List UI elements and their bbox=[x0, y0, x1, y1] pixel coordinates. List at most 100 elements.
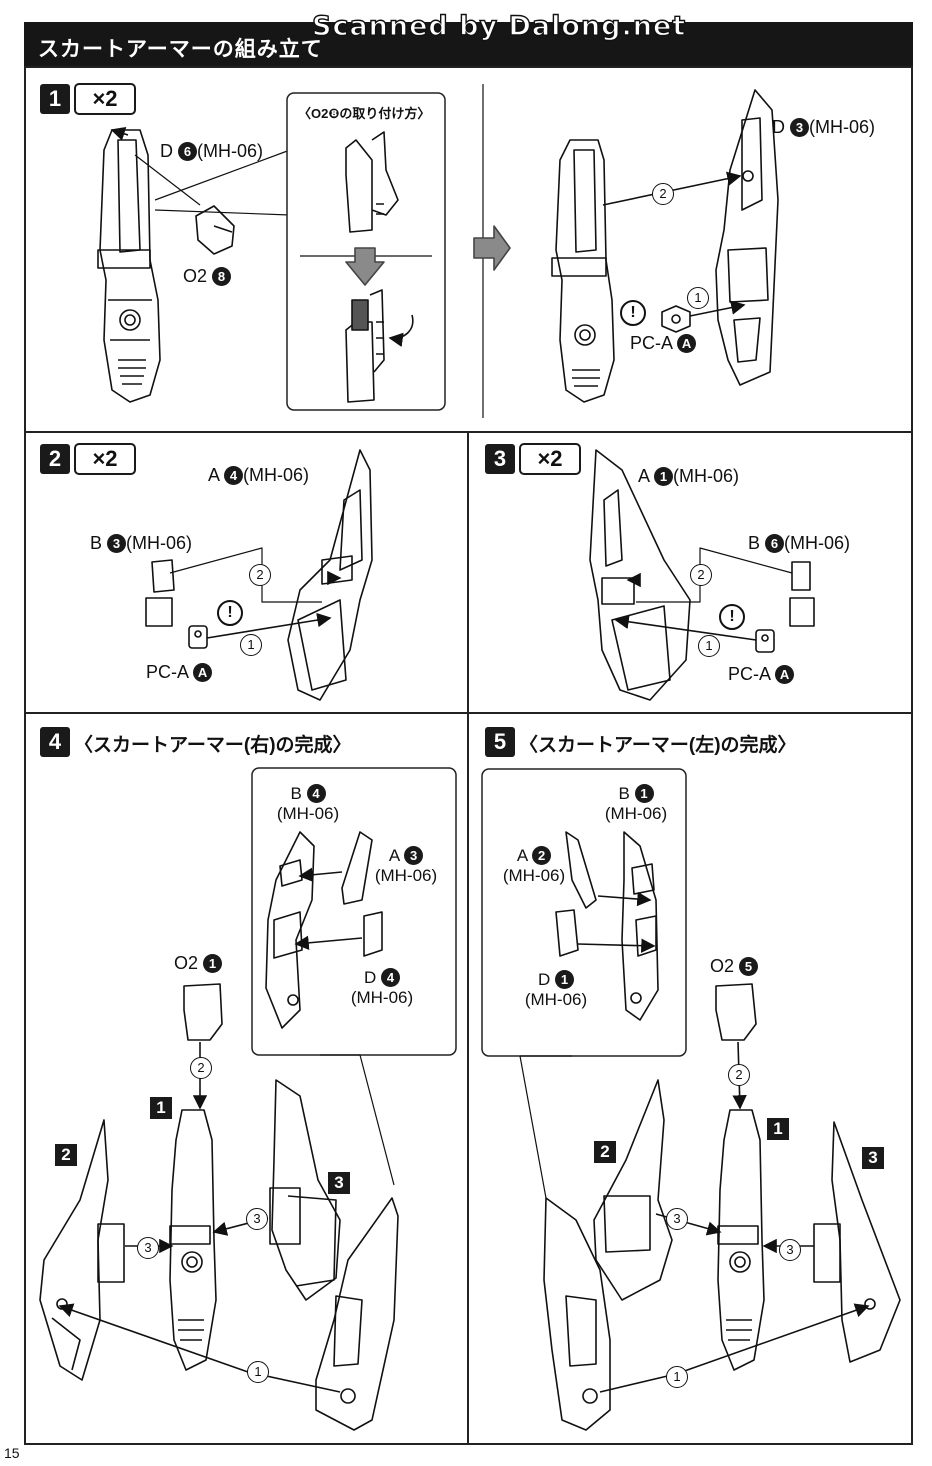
armor-plate-2-right bbox=[39, 1119, 125, 1381]
label-o2-8-name: O2 bbox=[183, 266, 208, 286]
part-a3 bbox=[341, 831, 373, 905]
label-pca-2-number: A bbox=[193, 663, 213, 682]
label-o2-1: O2 1 bbox=[174, 953, 223, 974]
sequence-5-1: 1 bbox=[666, 1366, 688, 1388]
part-d1 bbox=[555, 909, 579, 957]
sequence-5-2: 2 bbox=[728, 1064, 750, 1086]
label-o2-8-number: 8 bbox=[212, 267, 232, 286]
label-d4-code: (MH-06) bbox=[350, 988, 414, 1007]
label-d3: D 3(MH-06) bbox=[772, 117, 875, 138]
skirt-frame-part-4 bbox=[169, 1109, 217, 1371]
sequence-hex-1: 1 bbox=[687, 287, 709, 309]
label-a1-letter: A bbox=[638, 466, 650, 486]
label-pca-3-number: A bbox=[775, 665, 795, 684]
label-b6: B 6(MH-06) bbox=[748, 533, 850, 554]
label-a4-number: 4 bbox=[224, 466, 244, 485]
watermark: Scanned by Dalong.net bbox=[311, 10, 687, 42]
caution-icon-3: ! bbox=[719, 604, 745, 630]
armor-plate-d3 bbox=[715, 89, 779, 386]
label-d1-number: 1 bbox=[555, 970, 574, 989]
inset-part-bottom bbox=[345, 289, 385, 403]
sequence-4-1: 1 bbox=[247, 1361, 269, 1383]
armor-plate-3-right bbox=[269, 1079, 341, 1301]
label-a2-code: (MH-06) bbox=[502, 866, 566, 885]
label-d1: D 1 (MH-06) bbox=[516, 970, 596, 1010]
label-a3-number: 3 bbox=[404, 846, 424, 865]
sequence-3-1: 1 bbox=[698, 635, 720, 657]
label-pca-1-name: PC-A bbox=[630, 333, 673, 353]
label-o2-5-name: O2 bbox=[710, 956, 735, 976]
label-pca-2-name: PC-A bbox=[146, 662, 189, 682]
header-bar bbox=[24, 22, 913, 68]
label-a2-number: 2 bbox=[532, 846, 552, 865]
step-4-title: 〈スカートアーマー(右)の完成〉 bbox=[74, 735, 352, 756]
label-a3-letter: A bbox=[388, 846, 400, 865]
part-ref-2-right: 2 bbox=[55, 1144, 77, 1166]
label-pca-2: PC-A A bbox=[146, 662, 213, 683]
skirt-frame-part-2 bbox=[551, 139, 615, 403]
label-a3: A 3 (MH-06) bbox=[366, 846, 446, 886]
sequence-3-2: 2 bbox=[690, 564, 712, 586]
o2-connector-part bbox=[195, 205, 235, 255]
step-5-number: 5 bbox=[485, 727, 515, 757]
sequence-4-3b: 3 bbox=[137, 1237, 159, 1259]
label-b1-code: (MH-06) bbox=[604, 804, 668, 823]
step-2-number: 2 bbox=[40, 444, 70, 474]
label-d4-letter: D bbox=[363, 968, 377, 987]
label-a2-letter: A bbox=[516, 846, 528, 865]
pc-a-part bbox=[661, 305, 691, 333]
label-o2-5: O2 5 bbox=[710, 956, 759, 977]
column-divider bbox=[467, 431, 469, 1445]
pc-a-part-3 bbox=[755, 629, 775, 653]
label-pca-1-number: A bbox=[677, 334, 697, 353]
step-4-number: 4 bbox=[40, 727, 70, 757]
label-b1-letter: B bbox=[618, 784, 630, 803]
label-b3-number: 3 bbox=[107, 534, 127, 553]
step-5-title: 〈スカートアーマー(左)の完成〉 bbox=[519, 735, 797, 756]
sequence-2-1: 1 bbox=[240, 634, 262, 656]
armor-plate-a1 bbox=[589, 449, 691, 701]
o2-connector-5 bbox=[715, 983, 757, 1041]
step-3-number: 3 bbox=[485, 444, 515, 474]
label-a1-number: 1 bbox=[654, 467, 674, 486]
label-o2-1-name: O2 bbox=[174, 953, 199, 973]
label-b3: B 3(MH-06) bbox=[90, 533, 192, 554]
label-o2-5-number: 5 bbox=[739, 957, 759, 976]
sequence-4-2: 2 bbox=[190, 1057, 212, 1079]
label-b3-code: (MH-06) bbox=[126, 533, 193, 553]
page-number: 15 bbox=[4, 1445, 20, 1461]
inset-part-top bbox=[345, 131, 399, 233]
part-ref-3-left: 3 bbox=[862, 1147, 884, 1169]
armor-plate-2-left bbox=[593, 1079, 673, 1301]
label-b1: B 1 (MH-06) bbox=[596, 784, 676, 824]
armor-plate-3-left bbox=[813, 1121, 901, 1363]
label-b4: B 4 (MH-06) bbox=[268, 784, 348, 824]
o2-connector-4 bbox=[183, 983, 223, 1041]
label-d3-code: (MH-06) bbox=[809, 117, 876, 137]
label-b4-number: 4 bbox=[306, 784, 326, 803]
inset-frame-part-5 bbox=[621, 831, 659, 1021]
inset-title-o2-attach: 〈O2❽の取り付け方〉 bbox=[298, 106, 431, 121]
part-ref-2-left: 2 bbox=[594, 1141, 616, 1163]
caution-icon-2: ! bbox=[217, 600, 243, 626]
label-d6-code: (MH-06) bbox=[197, 141, 264, 161]
label-b4-letter: B bbox=[290, 784, 302, 803]
label-d3-number: 3 bbox=[790, 118, 810, 137]
part-ref-1-left: 1 bbox=[767, 1118, 789, 1140]
label-a4-code: (MH-06) bbox=[243, 465, 310, 485]
pc-a-part-2 bbox=[188, 625, 208, 649]
label-o2-8: O2 8 bbox=[183, 266, 232, 287]
label-b6-letter: B bbox=[748, 533, 761, 553]
label-b6-code: (MH-06) bbox=[784, 533, 851, 553]
label-d1-code: (MH-06) bbox=[524, 990, 588, 1009]
label-pca-3: PC-A A bbox=[728, 664, 795, 685]
label-a4-letter: A bbox=[208, 465, 220, 485]
label-b4-code: (MH-06) bbox=[276, 804, 340, 823]
label-a2: A 2 (MH-06) bbox=[494, 846, 574, 886]
step-1-multiplier: ×2 bbox=[74, 83, 136, 115]
label-d6: D 6(MH-06) bbox=[160, 141, 263, 162]
step-2-multiplier: ×2 bbox=[74, 443, 136, 475]
part-ref-1-right: 1 bbox=[150, 1097, 172, 1119]
label-d1-letter: D bbox=[537, 970, 551, 989]
label-d6-number: 6 bbox=[178, 142, 198, 161]
